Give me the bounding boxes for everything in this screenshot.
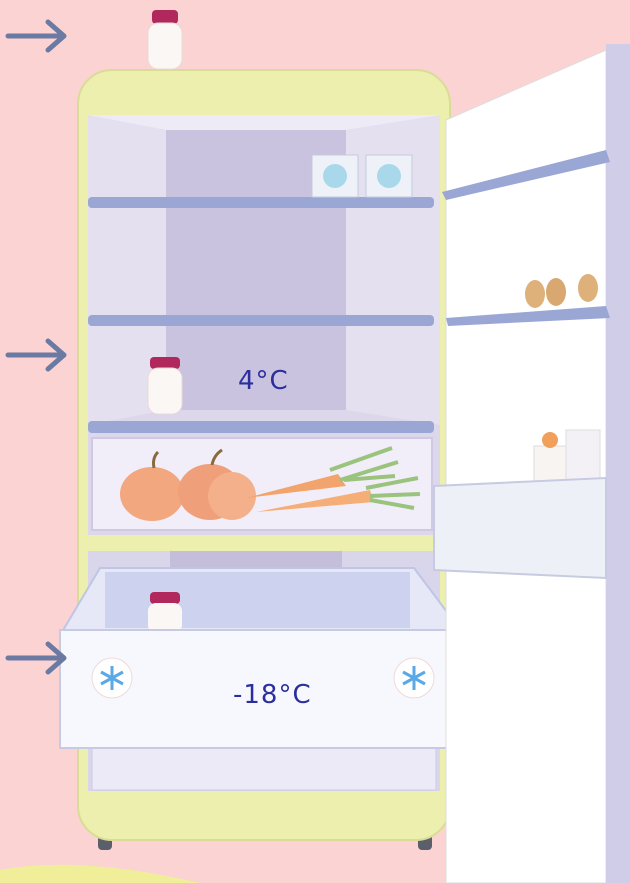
compartment-divider bbox=[88, 535, 440, 551]
vegetable-crisper bbox=[92, 438, 432, 530]
freezer-temperature-label: -18°C bbox=[233, 680, 312, 710]
door-bin bbox=[434, 478, 606, 578]
egg bbox=[578, 274, 598, 302]
arrow-right-icon bbox=[8, 22, 64, 50]
floor-patch bbox=[0, 865, 200, 883]
arrow-right-icon bbox=[8, 341, 64, 369]
snowflake-icon bbox=[92, 658, 132, 698]
milk-bottle-icon bbox=[148, 357, 182, 414]
shelf-bottom bbox=[88, 421, 434, 433]
shelf-top bbox=[88, 197, 434, 208]
egg bbox=[546, 278, 566, 306]
door-edge bbox=[606, 44, 630, 883]
fridge-door bbox=[434, 44, 630, 883]
arrow-right-icon bbox=[8, 644, 64, 672]
milk-bottle-body bbox=[148, 603, 182, 633]
shelf-middle bbox=[88, 315, 434, 326]
milk-bottle-icon bbox=[150, 592, 180, 604]
egg bbox=[525, 280, 545, 308]
milk-bottle-icon bbox=[148, 10, 182, 69]
freezer-drawer bbox=[60, 568, 464, 748]
fridge-temperature-label: 4°C bbox=[238, 366, 289, 396]
snowflake-icon bbox=[394, 658, 434, 698]
